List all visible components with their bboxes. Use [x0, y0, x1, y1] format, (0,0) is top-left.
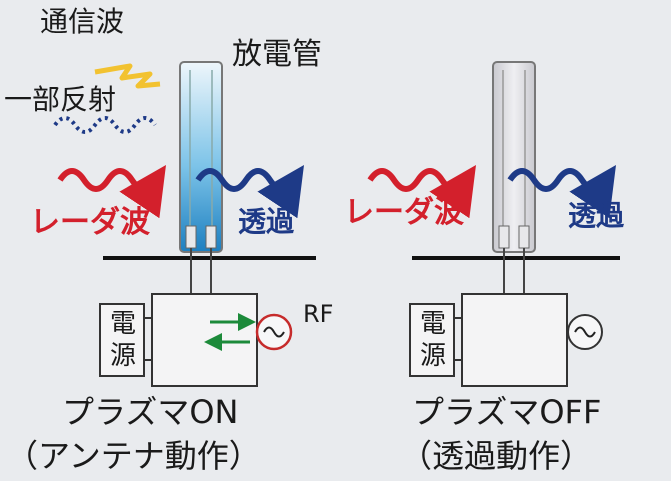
radar-wave-right	[367, 165, 476, 219]
spark-icon	[94, 63, 161, 89]
power-right-label: 電源	[419, 309, 446, 371]
discharge-tube-on	[179, 61, 223, 253]
plasma-on-subtitle: （アンテナ動作）	[6, 437, 261, 475]
comm-wave-label: 通信波	[40, 5, 125, 38]
rf-label: RF	[303, 300, 334, 328]
transmit-wave-left	[195, 165, 304, 219]
transmit-left-label: 透過	[238, 205, 295, 238]
control-box-left	[151, 293, 258, 387]
discharge-tube-label: 放電管	[232, 37, 322, 72]
power-left-label: 電源	[109, 309, 136, 371]
plasma-off-subtitle: （透過動作）	[400, 437, 593, 475]
plasma-off-title: プラズマOFF	[412, 393, 602, 431]
transmit-wave-right	[507, 165, 616, 219]
partial-reflection-wave	[53, 116, 157, 134]
radar-wave-left-label: レーダ波	[30, 205, 150, 240]
plasma-on-title: プラズマON	[62, 393, 239, 431]
radar-wave-left	[57, 165, 166, 219]
radar-wave-right-label: レーダ波	[344, 195, 464, 230]
power-box-right	[409, 303, 455, 377]
discharge-tube-off	[492, 61, 536, 253]
control-box-right	[461, 293, 568, 387]
partial-reflection-label: 一部反射	[4, 83, 117, 116]
power-box-left	[99, 303, 145, 377]
transmit-right-label: 透過	[568, 199, 625, 232]
